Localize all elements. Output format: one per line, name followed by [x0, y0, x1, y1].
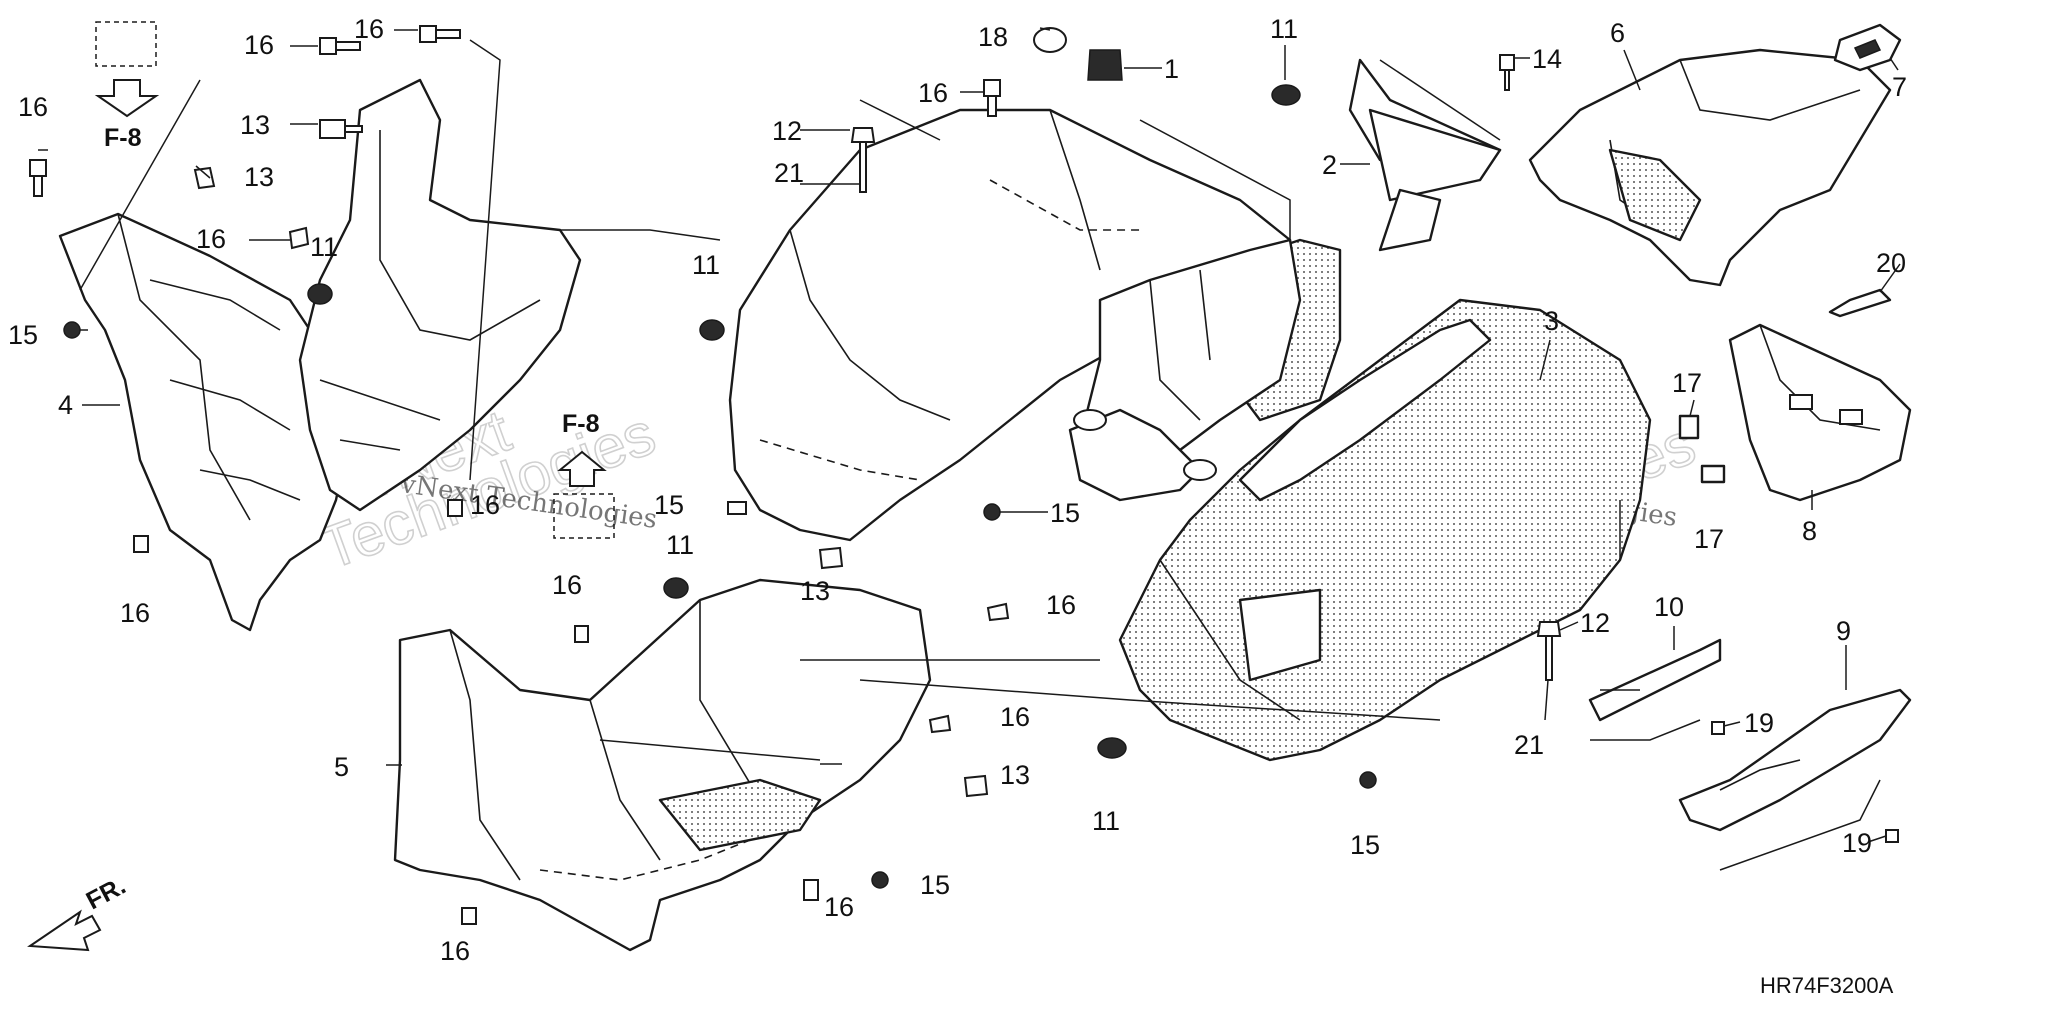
callout-9: 9: [1836, 616, 1851, 646]
part-2-bracket: [1348, 58, 1502, 252]
callout-1: 1: [1164, 54, 1179, 84]
front-arrow-icon: [27, 909, 102, 952]
part-20-strap: [1828, 288, 1892, 318]
callout-11-bottom: 11: [1092, 806, 1120, 836]
callout-5: 5: [334, 752, 349, 782]
callout-16-right1: 16: [1046, 590, 1076, 620]
part-5-lower-floor-panel: [393, 578, 932, 952]
callout-19-bottom: 19: [1842, 828, 1872, 858]
callout-21-top: 21: [774, 158, 804, 188]
callout-15-middle: 15: [654, 490, 684, 520]
callout-12-right: 12: [1580, 608, 1610, 638]
callout-17-top: 17: [1672, 368, 1702, 398]
callout-6: 6: [1610, 18, 1625, 48]
part-17-clips: [1678, 414, 1726, 484]
ref-f8-middle-label: F-8: [562, 410, 600, 438]
part-floor-panel-left: [298, 78, 582, 512]
ref-f8-middle-box: [553, 493, 615, 539]
callout-19-top: 19: [1744, 708, 1774, 738]
ref-f8-top-box: [95, 21, 157, 67]
callout-3: 3: [1544, 306, 1559, 336]
callout-8: 8: [1802, 516, 1817, 546]
callout-20: 20: [1876, 248, 1906, 278]
part-7-clip: [1833, 23, 1902, 72]
callout-16-lower: 16: [552, 570, 582, 600]
part-4-front-inner-cover: [58, 212, 352, 632]
part-14-bolt: [1499, 54, 1515, 91]
part-10-lower-cover: [1588, 638, 1722, 722]
callout-16-right2: 16: [1000, 702, 1030, 732]
callout-13-left: 13: [244, 162, 274, 192]
ref-f8-middle-arrow-icon: [557, 450, 607, 487]
diagram-code: HR74F3200A: [1760, 973, 1894, 998]
part-1-cap: [1087, 49, 1123, 81]
callout-16-upperleft: 16: [196, 224, 226, 254]
callout-18: 18: [978, 22, 1008, 52]
part-storage-box: [1068, 238, 1342, 502]
callout-4: 4: [58, 390, 73, 420]
callout-15-right: 15: [1350, 830, 1380, 860]
part-6-rear-carrier: [1528, 48, 1892, 287]
callout-15-bottom: 15: [920, 870, 950, 900]
callout-7: 7: [1892, 72, 1907, 102]
callout-16-topleft: 16: [18, 92, 48, 122]
ref-f8-top-label: F-8: [104, 124, 142, 152]
front-direction: FR.: [27, 872, 131, 952]
callout-16-top2: 16: [354, 14, 384, 44]
callout-17-bottom: 17: [1694, 524, 1724, 554]
part-9-lower-guard: [1678, 688, 1912, 832]
callout-11-middle: 11: [666, 530, 694, 560]
callout-10: 10: [1654, 592, 1684, 622]
front-arrow-label: FR.: [82, 872, 131, 916]
ref-f8-top-arrow-icon: [94, 79, 160, 118]
leader-lines: [38, 27, 1901, 871]
callout-13-bottom: 13: [1000, 760, 1030, 790]
callout-21-right: 21: [1514, 730, 1544, 760]
callout-labels: 1 2 3 4 5 6 7 8 9 10 11 11 11 11 11 12 1…: [8, 14, 1907, 966]
callout-15-center: 15: [1050, 498, 1080, 528]
callout-11-center: 11: [692, 250, 720, 280]
callout-16-middle: 16: [470, 490, 500, 520]
callout-14: 14: [1532, 44, 1562, 74]
callout-13-top: 13: [240, 110, 270, 140]
callout-13-middle: 13: [800, 576, 830, 606]
callout-16-center: 16: [918, 78, 948, 108]
ref-f8-top: F-8: [94, 21, 160, 152]
callout-16-bottomleft: 16: [440, 936, 470, 966]
callout-12-top: 12: [772, 116, 802, 146]
callout-16-bottom: 16: [824, 892, 854, 922]
ref-f8-middle: F-8: [553, 410, 615, 539]
callout-2: 2: [1322, 150, 1337, 180]
callout-16-lowerleft: 16: [120, 598, 150, 628]
part-18-clamp: [1033, 27, 1067, 53]
callout-15-left: 15: [8, 320, 38, 350]
part-3-rear-fender: [1118, 298, 1652, 762]
hardware: [29, 25, 1899, 925]
callout-11-top: 11: [1270, 14, 1298, 44]
callout-11-left: 11: [310, 232, 338, 262]
part-11-grommet: [1271, 84, 1301, 106]
part-8-taillight-housing: [1728, 323, 1912, 502]
callout-16-top1: 16: [244, 30, 274, 60]
